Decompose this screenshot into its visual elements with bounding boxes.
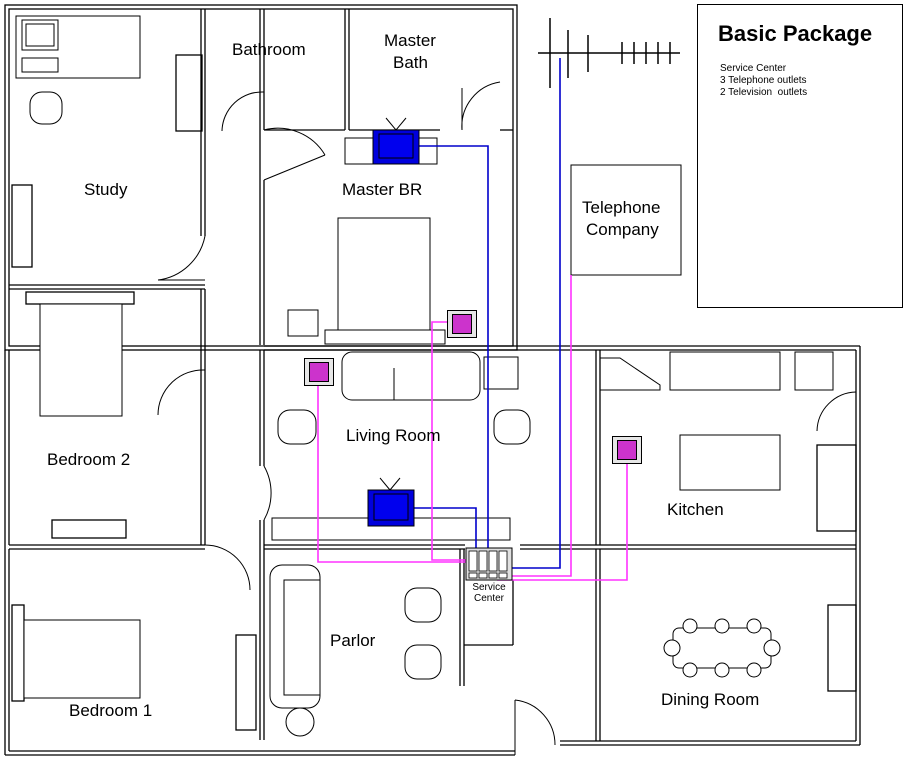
legend-items: Service Center 3 Telephone outlets 2 Tel… (720, 63, 807, 99)
room-label-master-bath-line1: Master (384, 31, 436, 50)
room-label-dining-room: Dining Room (661, 690, 760, 709)
service-center-panel (465, 547, 513, 581)
room-label-bathroom: Bathroom (232, 40, 306, 59)
telephone-company-label-line1: Telephone (582, 198, 661, 217)
room-label-bedroom2: Bedroom 2 (47, 450, 131, 469)
furniture (15, 15, 834, 737)
tv-outlet-living-room (367, 477, 415, 527)
tv-cable (412, 58, 561, 570)
tv-outlet-master-br (372, 117, 420, 165)
room-label-bedroom1: Bedroom 1 (69, 701, 153, 720)
room-label-master-br: Master BR (342, 180, 423, 199)
antenna-icon (538, 18, 680, 88)
telephone-icon (309, 362, 329, 382)
telephone-outlet-living-room (304, 358, 334, 386)
legend-item: 2 Television outlets (720, 87, 808, 98)
telephone-outlet-kitchen (612, 436, 642, 464)
package-legend: Basic Package Service Center 3 Telephone… (697, 4, 903, 308)
room-label-parlor: Parlor (330, 631, 376, 650)
telephone-icon (617, 440, 637, 460)
room-label-master-bath-line2: Bath (393, 53, 428, 72)
room-label-living-room: Living Room (346, 426, 441, 445)
doors (157, 81, 857, 755)
telephone-icon (452, 314, 472, 334)
legend-item: 3 Telephone outlets (720, 75, 807, 86)
room-label-kitchen: Kitchen (667, 500, 724, 519)
telephone-outlet-master-br (447, 310, 477, 338)
room-label-study: Study (84, 180, 128, 199)
legend-title: Basic Package (718, 21, 873, 46)
service-center-label-line1: Service (472, 582, 506, 593)
service-center-label: Service Center (462, 582, 516, 604)
legend-item: Service Center (720, 63, 787, 74)
service-center-label-line2: Center (473, 593, 504, 604)
telephone-company-label-line2: Company (586, 220, 659, 239)
walls (4, 4, 861, 756)
